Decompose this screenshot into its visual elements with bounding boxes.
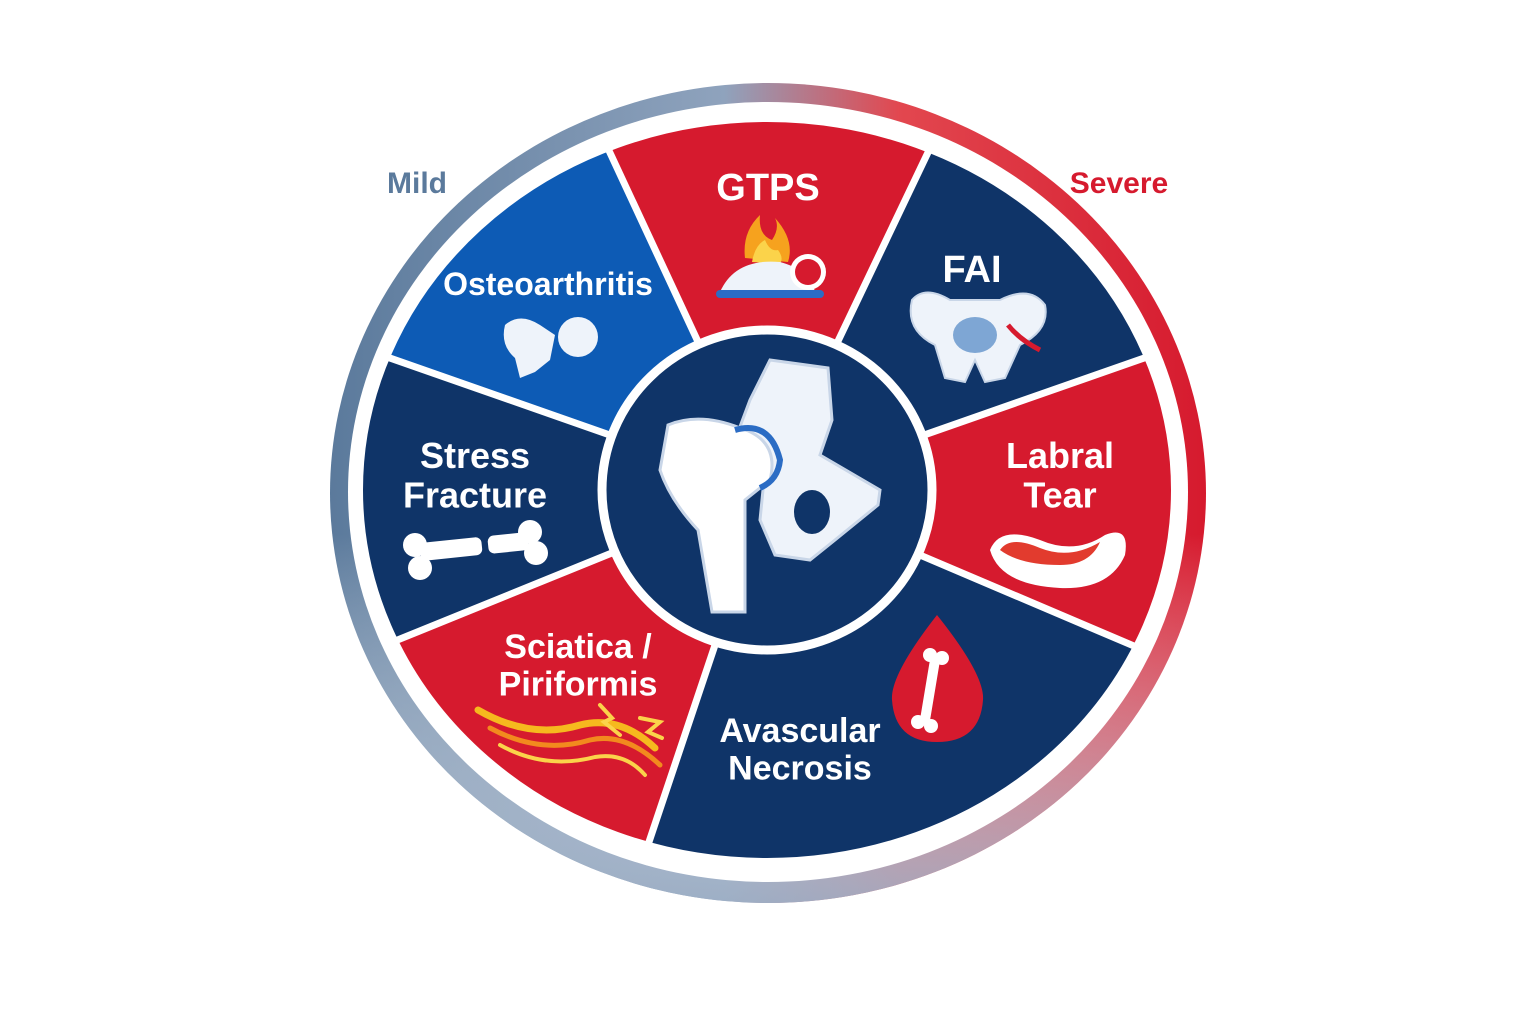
segment-label-line: GTPS	[716, 167, 819, 209]
segment-label-line: Tear	[1023, 475, 1096, 516]
segment-label: GTPS	[716, 167, 819, 209]
segment-label-line: Avascular	[719, 712, 880, 750]
blood-drop-bone-icon	[891, 615, 984, 742]
torn-labrum-icon	[990, 532, 1126, 589]
segment-label: Sciatica /Piriformis	[499, 628, 658, 703]
segment-label: FAI	[942, 249, 1001, 291]
segment-label-line: Osteoarthritis	[443, 266, 653, 302]
wheel-rim	[355, 114, 1179, 866]
segment-label-line: Stress	[420, 435, 530, 476]
pelvis-icon	[909, 291, 1047, 384]
segment-gtps	[607, 117, 930, 491]
segment-label-line: Labral	[1006, 435, 1114, 476]
nerve-pain-icon	[474, 703, 665, 777]
severe-label: Severe	[1070, 167, 1168, 200]
inflamed-bursa-icon	[716, 215, 826, 298]
hip-joint-icon	[658, 358, 882, 614]
worn-joint-icon	[503, 317, 598, 378]
fractured-bone-icon	[403, 520, 548, 580]
segment-stress-fracture	[359, 356, 767, 642]
mild-label: Mild	[387, 167, 447, 200]
segment-label: Osteoarthritis	[443, 266, 653, 302]
segment-icons	[403, 215, 1126, 777]
segment-label-line: Necrosis	[728, 749, 872, 787]
segment-label-line: Piriformis	[499, 665, 658, 703]
segment-label-line: Sciatica /	[504, 628, 652, 666]
segment-label-line: FAI	[942, 249, 1001, 291]
segment-label-line: Fracture	[403, 475, 547, 516]
